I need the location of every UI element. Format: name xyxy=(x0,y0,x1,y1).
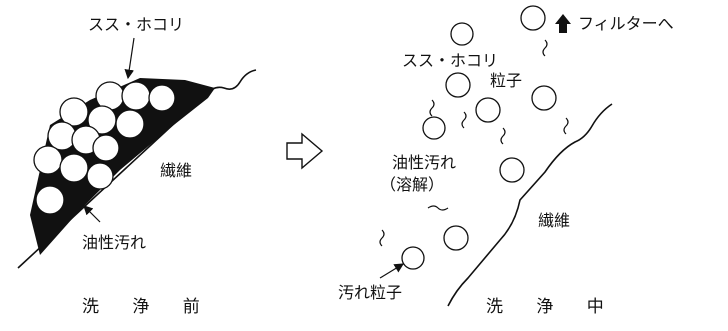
soot-dust-label: スス・ホコリ xyxy=(88,15,184,34)
dirt-particle-label: 汚れ粒子 xyxy=(338,283,402,302)
squiggle xyxy=(461,111,467,129)
particle xyxy=(401,246,425,270)
particle xyxy=(59,97,89,127)
outline-right-arrow-icon xyxy=(286,132,324,170)
soot-particle-label-line1: スス・ホコリ xyxy=(402,51,498,70)
particle xyxy=(520,5,546,31)
oily-dirt-dissolved-line2: （溶解） xyxy=(380,175,444,194)
particle xyxy=(443,225,469,251)
particle xyxy=(47,121,77,151)
fiber-surface-during xyxy=(447,103,613,307)
soot-particle-label-line2: 粒子 xyxy=(490,71,522,90)
particle xyxy=(86,162,114,190)
during-washing-panel: フィルターへ スス・ホコリ 粒子 油性汚れ （溶解） 繊維 汚れ粒子 洗 浄 中 xyxy=(338,5,674,317)
oily-dirt-dissolved-line1: 油性汚れ xyxy=(392,153,456,172)
caption-during-washing: 洗 浄 中 xyxy=(486,297,618,317)
particle xyxy=(422,116,446,140)
dirt-particle-pointer-arrow xyxy=(379,263,405,279)
particle xyxy=(531,85,557,111)
particle xyxy=(450,22,474,46)
fiber-label-before: 繊維 xyxy=(160,161,192,180)
particle xyxy=(148,84,176,112)
particle xyxy=(33,145,63,175)
soot-pointer-arrow xyxy=(124,37,135,80)
before-washing-panel: スス・ホコリ 繊維 油性汚れ 洗 浄 前 xyxy=(17,15,257,317)
soot-particles-before xyxy=(33,81,176,215)
particle xyxy=(92,134,120,162)
floating-particles xyxy=(401,5,557,270)
oil-pointer-arrow xyxy=(83,205,101,223)
squiggle xyxy=(500,127,506,145)
particle xyxy=(445,72,471,98)
particle xyxy=(121,81,151,111)
caption-before-washing: 洗 浄 前 xyxy=(82,297,214,317)
squiggle xyxy=(542,39,548,57)
particle xyxy=(115,109,145,139)
dissolved-oil-squiggles xyxy=(379,39,569,247)
fiber-label-during: 繊維 xyxy=(538,211,570,230)
oily-dirt-label: 油性汚れ xyxy=(82,233,146,252)
particle xyxy=(59,153,89,183)
squiggle xyxy=(379,229,385,247)
particle xyxy=(35,185,65,215)
squiggle xyxy=(563,117,569,135)
squiggle xyxy=(427,205,449,211)
particle xyxy=(475,97,501,123)
squiggle xyxy=(429,99,435,117)
to-filter-label: フィルターへ xyxy=(578,14,674,33)
up-arrow-icon xyxy=(555,14,571,33)
particle xyxy=(499,157,525,183)
